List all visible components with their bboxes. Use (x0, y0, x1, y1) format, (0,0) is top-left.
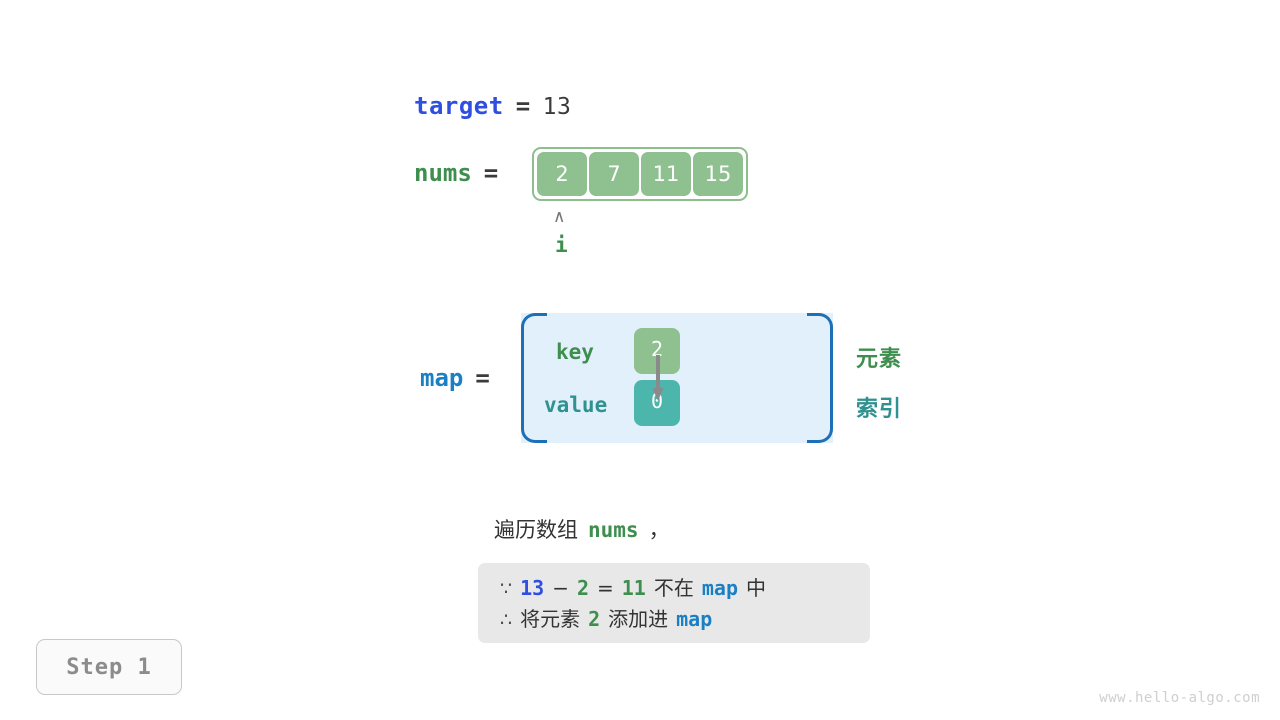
map-variable-row: map = (420, 364, 490, 392)
index-pointer-caret-icon: ∧ (553, 207, 566, 227)
array-cell-2: 11 (641, 152, 691, 196)
explanation-complement-value: 11 (621, 576, 646, 600)
nums-variable-row: nums = (414, 159, 498, 187)
map-border-top-gap (547, 313, 807, 317)
explanation-in-text: 中 (745, 576, 766, 600)
nums-equals-sign: = (483, 159, 499, 187)
target-variable-name: target (414, 92, 504, 120)
therefore-symbol-icon: ∴ (500, 609, 513, 631)
map-key-cell: 2 (634, 328, 680, 374)
target-equals-sign: = (515, 92, 531, 120)
explanation-equals-sign: = (597, 576, 614, 600)
target-variable-row: target = 13 (414, 92, 571, 120)
array-cell-0: 2 (537, 152, 587, 196)
map-key-label: key (556, 340, 594, 364)
caption-suffix: ， (648, 518, 670, 542)
explanation-box: ∵ 13 − 2 = 11 不在 map 中 ∴ 将元素 2 添加进 map (478, 563, 870, 643)
explanation-line-1: ∵ 13 − 2 = 11 不在 map 中 (500, 572, 848, 603)
explanation-added-value: 2 (588, 607, 601, 631)
explanation-line-2: ∴ 将元素 2 添加进 map (500, 603, 848, 634)
explanation-code-map-2: map (676, 607, 713, 631)
map-border-bottom-gap (547, 439, 807, 443)
nums-variable-name: nums (414, 159, 472, 187)
map-side-label-index: 索引 (856, 397, 903, 422)
step-badge: Step 1 (36, 639, 182, 695)
index-pointer-label: i (555, 233, 568, 257)
map-variable-name: map (420, 364, 464, 392)
explanation-code-map-1: map (701, 576, 738, 600)
map-value-label: value (544, 393, 608, 417)
key-to-value-arrow-icon (652, 355, 664, 401)
map-side-label-element: 元素 (856, 347, 903, 372)
map-equals-sign: = (475, 364, 490, 392)
explanation-add-element-text: 将元素 (520, 607, 581, 631)
explanation-target-value: 13 (520, 576, 545, 600)
explanation-current-value: 2 (576, 576, 589, 600)
array-cell-1: 7 (589, 152, 639, 196)
caption-text: 遍历数组 nums ， (494, 514, 670, 544)
caption-prefix: 遍历数组 (494, 518, 578, 542)
target-value: 13 (542, 94, 572, 120)
nums-array-container: 2 7 11 15 (532, 147, 748, 201)
explanation-not-in-text: 不在 (653, 576, 694, 600)
explanation-add-into-text: 添加进 (608, 607, 669, 631)
explanation-minus-sign: − (552, 576, 569, 600)
because-symbol-icon: ∵ (500, 578, 513, 600)
watermark: www.hello-algo.com (1099, 690, 1260, 706)
caption-code-nums: nums (588, 518, 639, 542)
array-cell-3: 15 (693, 152, 743, 196)
